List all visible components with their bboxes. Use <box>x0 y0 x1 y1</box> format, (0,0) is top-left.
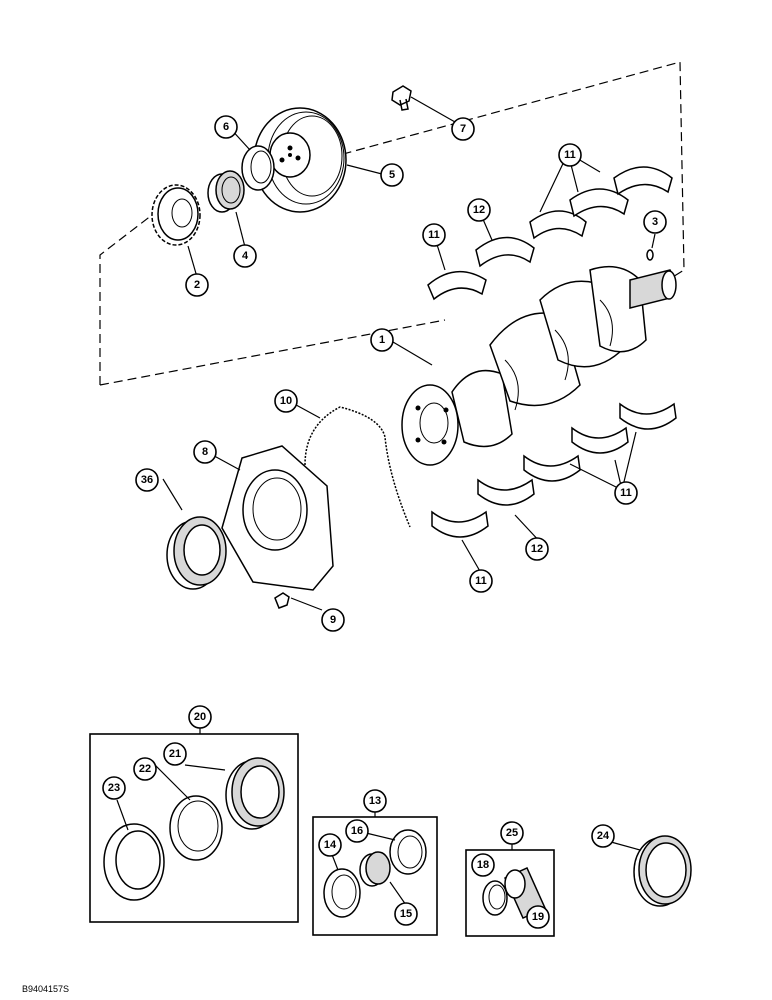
callout-24: 24 <box>591 824 615 848</box>
callout-25: 25 <box>500 821 524 845</box>
callout-5: 5 <box>380 163 404 187</box>
callout-10: 10 <box>274 389 298 413</box>
callout-label-25: 25 <box>506 827 518 839</box>
callout-4: 4 <box>233 244 257 268</box>
callout-3: 3 <box>643 210 667 234</box>
callout-label-11-right: 11 <box>620 487 632 499</box>
callout-23: 23 <box>102 776 126 800</box>
callout-label-3: 3 <box>652 216 658 228</box>
callout-2: 2 <box>185 273 209 297</box>
callout-13: 13 <box>363 789 387 813</box>
callout-label-21: 21 <box>169 748 181 760</box>
callout-label-11-top: 11 <box>564 149 576 161</box>
crankshaft-part-1 <box>401 265 677 466</box>
callout-label-7: 7 <box>460 123 466 135</box>
callout-label-6: 6 <box>223 121 229 133</box>
callout-18: 18 <box>471 853 495 877</box>
callout-label-12-bottom: 12 <box>531 543 543 555</box>
kit-box-20 <box>89 733 299 923</box>
callout-16: 16 <box>345 819 369 843</box>
callout-label-24: 24 <box>597 830 610 842</box>
callout-label-11-bottom: 11 <box>475 575 487 587</box>
callout-label-22: 22 <box>139 763 151 775</box>
callout-label-20: 20 <box>194 711 206 723</box>
callout-label-2: 2 <box>194 279 200 291</box>
callout-9: 9 <box>321 608 345 632</box>
bolt-part-7 <box>391 85 412 111</box>
callout-label-5: 5 <box>389 169 395 181</box>
seal-part-36 <box>166 516 227 590</box>
callout-label-1: 1 <box>379 334 385 346</box>
upper-bearing-shells <box>427 166 673 301</box>
callout-label-4: 4 <box>242 250 249 262</box>
callout-label-15: 15 <box>400 908 412 920</box>
callout-label-10: 10 <box>280 395 292 407</box>
assembly-boundary-dashed <box>99 61 685 386</box>
callout-label-16: 16 <box>351 825 363 837</box>
sleeve-part-4 <box>207 170 245 213</box>
gasket-part-10 <box>304 406 411 528</box>
callout-label-12-top: 12 <box>473 204 485 216</box>
callout-6: 6 <box>214 115 238 139</box>
callout-label-11-left: 11 <box>428 229 440 241</box>
callout-12-top: 12 <box>467 198 491 222</box>
callout-1: 1 <box>370 328 394 352</box>
dowel-part-3 <box>646 249 654 261</box>
kit-20-parts <box>103 757 285 901</box>
callout-label-14: 14 <box>324 839 337 851</box>
callout-22: 22 <box>133 757 157 781</box>
kit-box-25 <box>465 849 555 937</box>
callout-label-8: 8 <box>202 446 208 458</box>
callout-label-19: 19 <box>532 911 544 923</box>
pulley-part-5 <box>253 107 347 213</box>
callout-8: 8 <box>193 440 217 464</box>
callout-label-13: 13 <box>369 795 381 807</box>
callout-label-9: 9 <box>330 614 336 626</box>
callout-11-right: 11 <box>614 481 638 505</box>
seal-part-24 <box>633 835 692 907</box>
figure-code: B9404157S <box>22 984 70 994</box>
screw-part-9 <box>274 592 290 609</box>
callout-36: 36 <box>135 468 159 492</box>
seal-housing-part-8 <box>221 445 334 591</box>
callout-label-36: 36 <box>141 474 153 486</box>
callout-label-23: 23 <box>108 782 120 794</box>
callout-12-bottom: 12 <box>525 537 549 561</box>
kit-25-parts <box>482 867 546 919</box>
gear-part-2 <box>151 184 201 246</box>
kit-13-parts <box>323 829 427 918</box>
callout-21: 21 <box>163 742 187 766</box>
callout-11-left: 11 <box>422 223 446 247</box>
lower-bearing-shells <box>431 402 677 538</box>
callout-20: 20 <box>188 705 212 729</box>
callout-11-top: 11 <box>558 143 582 167</box>
seal-ring-part-6 <box>241 145 275 191</box>
callout-14: 14 <box>318 833 342 857</box>
callout-7: 7 <box>451 117 475 141</box>
callout-15: 15 <box>394 902 418 926</box>
callout-label-18: 18 <box>477 859 489 871</box>
callout-19: 19 <box>526 905 550 929</box>
callout-11-bottom: 11 <box>469 569 493 593</box>
